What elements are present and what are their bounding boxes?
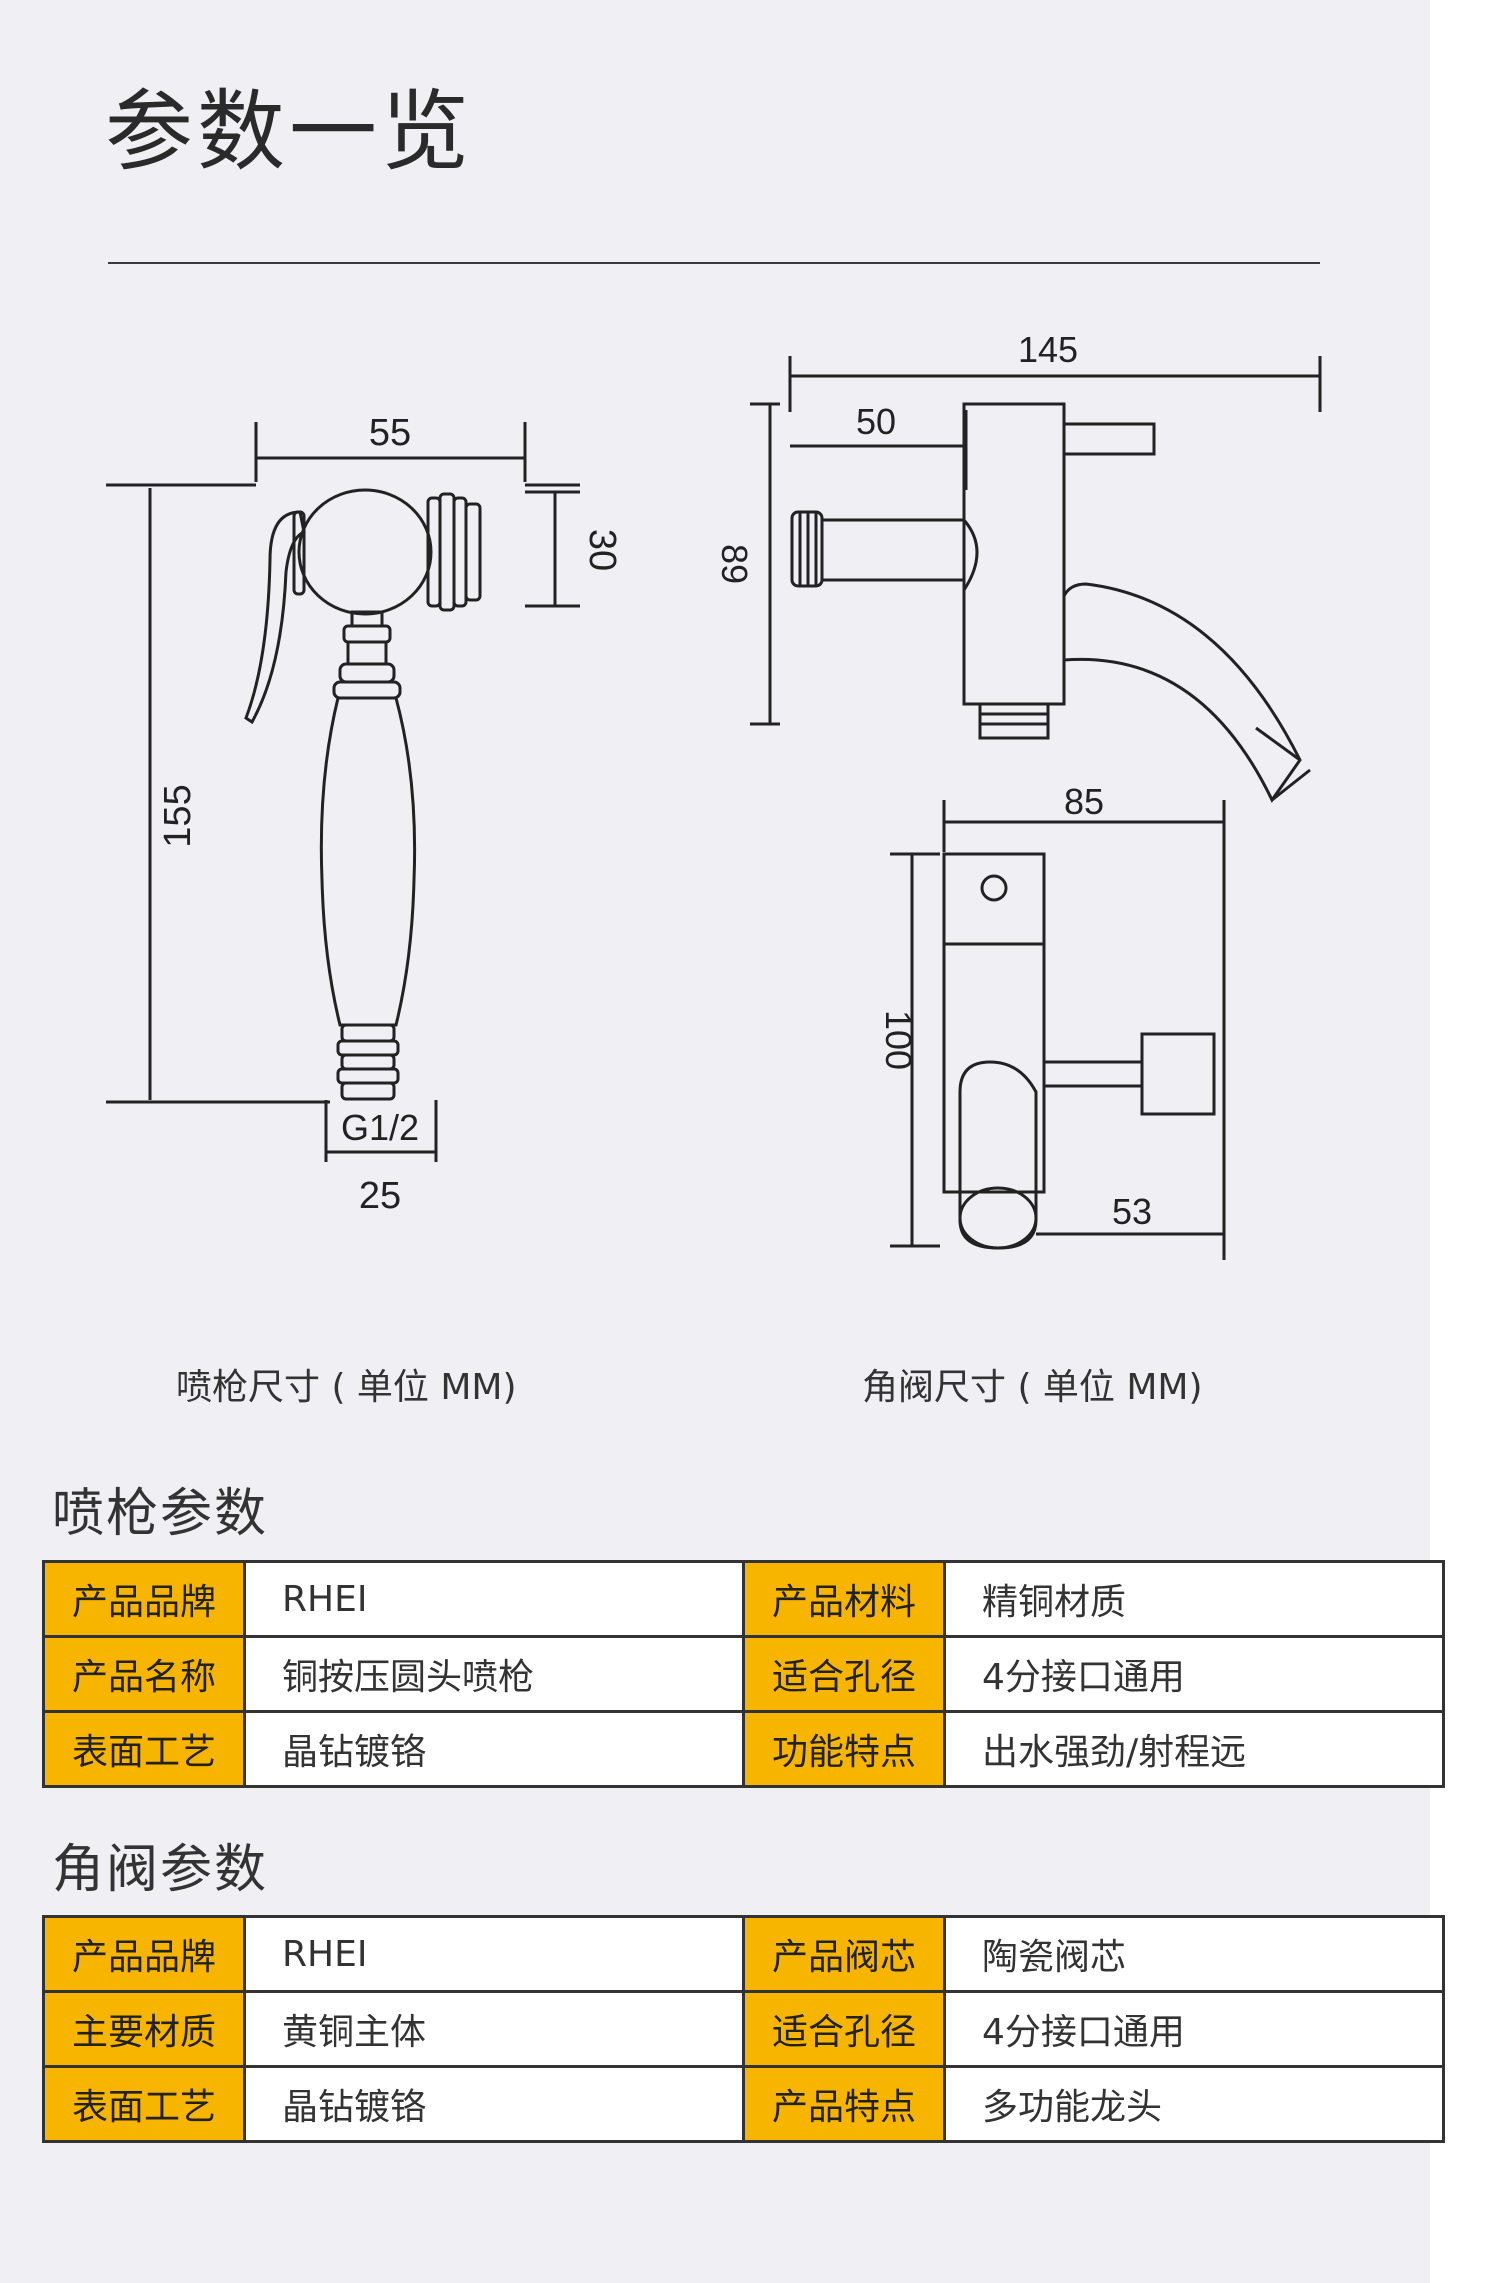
angle-valve-dim-inlet: 50 (856, 401, 896, 442)
title-divider (108, 262, 1320, 264)
angle-valve-params-title: 角阀参数 (52, 1840, 269, 1900)
param-value: 4分接口通用 (943, 1990, 1445, 2068)
param-value: 黄铜主体 (243, 1990, 745, 2068)
spray-gun-dim-head: 30 (581, 529, 623, 571)
spray-gun-dim-base: 25 (359, 1175, 401, 1217)
page-background (0, 0, 1430, 2283)
angle-valve-params-table: 产品品牌 RHEI 产品阀芯 陶瓷阀芯 主要材质 黄铜主体 适合孔径 4分接口通… (42, 1915, 1445, 2143)
table-row: 主要材质 黄铜主体 适合孔径 4分接口通用 (42, 1990, 1445, 2068)
param-value: 出水强劲/射程远 (943, 1710, 1445, 1788)
table-row: 表面工艺 晶钻镀铬 功能特点 出水强劲/射程远 (42, 1710, 1445, 1788)
angle-valve-front-dim-width: 85 (1064, 781, 1104, 822)
table-row: 产品品牌 RHEI 产品材料 精铜材质 (42, 1560, 1445, 1638)
param-value: 精铜材质 (943, 1560, 1445, 1638)
table-row: 产品品牌 RHEI 产品阀芯 陶瓷阀芯 (42, 1915, 1445, 1993)
param-key: 产品阀芯 (742, 1915, 946, 1993)
spray-gun-caption: 喷枪尺寸 ( 单位 MM) (176, 1367, 517, 1408)
angle-valve-front-drawing: 85 100 53 (878, 781, 1226, 1260)
angle-valve-dim-height: 89 (714, 544, 755, 584)
param-key: 产品品牌 (42, 1915, 246, 1993)
page-margin (1430, 0, 1500, 2283)
page-title: 参数一览 (105, 80, 474, 183)
angle-valve-front-dim-height: 100 (878, 1010, 919, 1070)
spray-gun-drawing: 55 30 155 G1/2 25 (106, 412, 623, 1217)
spray-gun-params-title: 喷枪参数 (52, 1484, 269, 1544)
param-key: 表面工艺 (42, 1710, 246, 1788)
spray-gun-dim-height: 155 (157, 784, 199, 847)
spray-gun-params-table: 产品品牌 RHEI 产品材料 精铜材质 产品名称 铜按压圆头喷枪 适合孔径 4分… (42, 1560, 1445, 1788)
spray-gun-dim-thread: G1/2 (341, 1107, 419, 1148)
param-value: 铜按压圆头喷枪 (243, 1635, 745, 1713)
param-key: 产品材料 (742, 1560, 946, 1638)
param-key: 产品名称 (42, 1635, 246, 1713)
table-row: 表面工艺 晶钻镀铬 产品特点 多功能龙头 (42, 2065, 1445, 2143)
param-key: 表面工艺 (42, 2065, 246, 2143)
param-key: 产品特点 (742, 2065, 946, 2143)
angle-valve-dim-total: 145 (1018, 329, 1078, 370)
param-key: 产品品牌 (42, 1560, 246, 1638)
angle-valve-front-dim-depth: 53 (1112, 1191, 1152, 1232)
angle-valve-side-drawing: 145 50 89 (714, 329, 1322, 803)
param-value: RHEI (243, 1560, 745, 1638)
param-value: RHEI (243, 1915, 745, 1993)
param-value: 多功能龙头 (943, 2065, 1445, 2143)
param-value: 晶钻镀铬 (243, 2065, 745, 2143)
param-key: 主要材质 (42, 1990, 246, 2068)
angle-valve-caption: 角阀尺寸 ( 单位 MM) (862, 1367, 1203, 1408)
param-value: 晶钻镀铬 (243, 1710, 745, 1788)
param-key: 适合孔径 (742, 1990, 946, 2068)
param-key: 适合孔径 (742, 1635, 946, 1713)
param-value: 4分接口通用 (943, 1635, 1445, 1713)
table-row: 产品名称 铜按压圆头喷枪 适合孔径 4分接口通用 (42, 1635, 1445, 1713)
param-value: 陶瓷阀芯 (943, 1915, 1445, 1993)
spray-gun-dim-width: 55 (369, 412, 411, 454)
param-key: 功能特点 (742, 1710, 946, 1788)
